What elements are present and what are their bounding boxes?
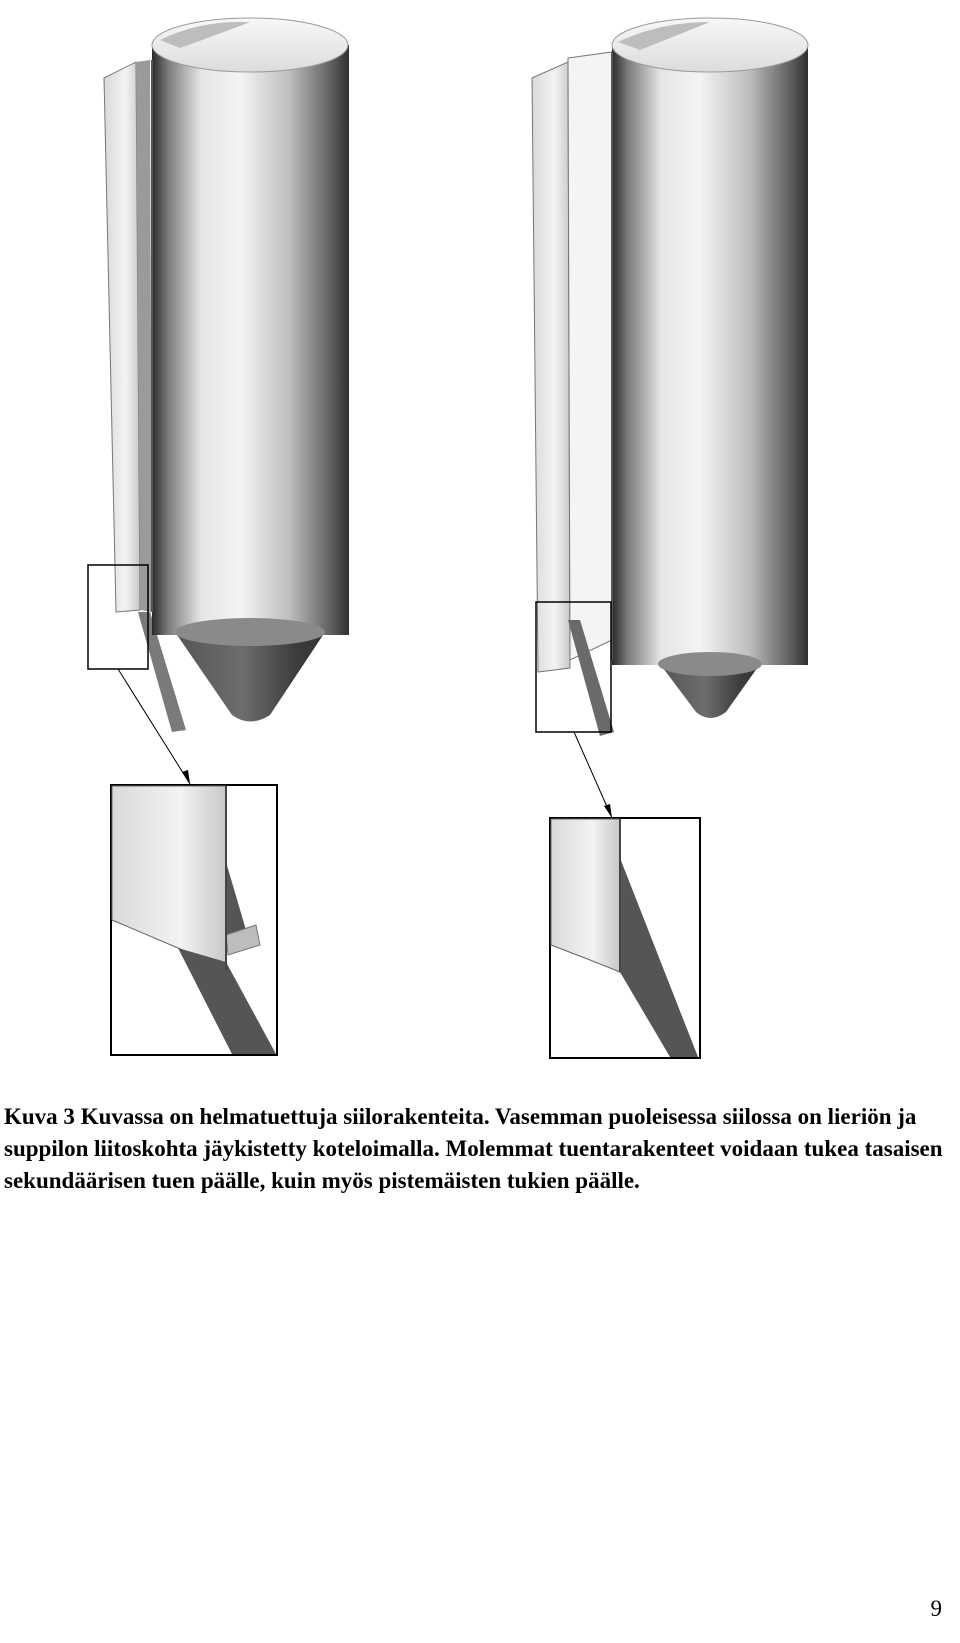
silo-figure xyxy=(87,17,809,1059)
caption-label: Kuva 3 xyxy=(4,1104,75,1129)
right-detail-panel xyxy=(549,817,701,1059)
figure-caption: Kuva 3 Kuvassa on helmatuettuja siilorak… xyxy=(4,1101,956,1197)
left-silo xyxy=(103,17,349,732)
left-detail-panel xyxy=(110,784,278,1056)
right-silo xyxy=(531,17,809,736)
caption-text: Kuvassa on helmatuettuja siilorakenteita… xyxy=(4,1104,943,1193)
page-number: 9 xyxy=(930,1596,943,1621)
right-detail-marker xyxy=(535,601,612,733)
